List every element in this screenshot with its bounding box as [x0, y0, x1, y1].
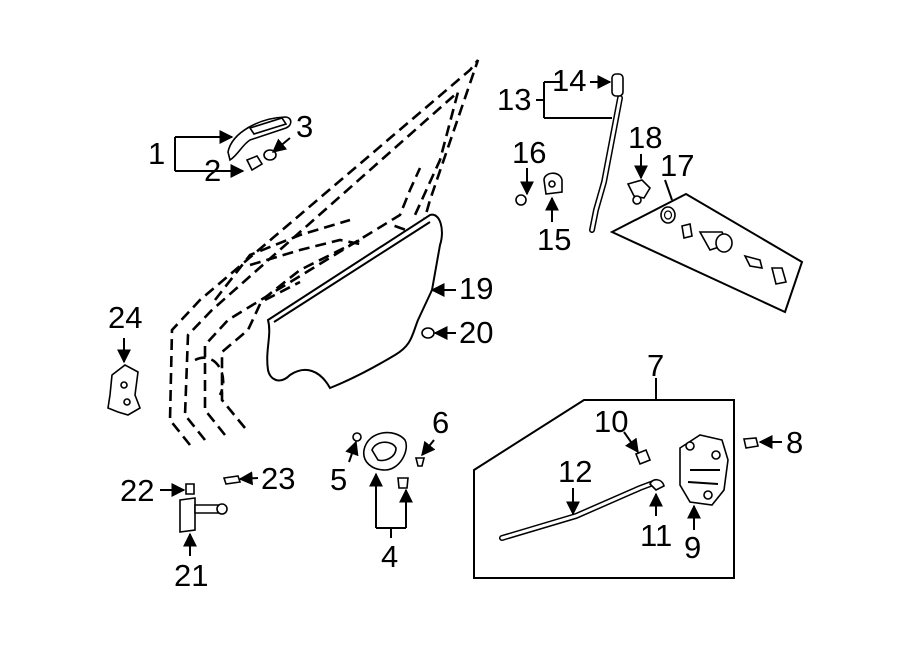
callout-1-bracket — [174, 130, 245, 178]
callout-14: 14 — [552, 63, 586, 98]
callout-24: 24 — [108, 300, 142, 335]
handle-screw — [414, 457, 426, 467]
lock-retainer — [626, 179, 652, 205]
latch-assembly-box — [473, 378, 735, 579]
outside-handle — [227, 116, 292, 162]
callout-15: 15 — [537, 222, 571, 257]
handle-clip-lower — [397, 477, 409, 489]
rod-clip-11 — [649, 478, 665, 491]
plug-clip — [421, 327, 435, 339]
callout-21: 21 — [174, 558, 208, 593]
callout-10: 10 — [594, 404, 628, 439]
callout-12: 12 — [558, 454, 592, 489]
callout-13: 13 — [497, 82, 531, 117]
callout-23-arrow — [238, 471, 259, 486]
callout-11: 11 — [640, 518, 672, 553]
callout-2: 2 — [204, 153, 221, 188]
lock-cylinder-kit-panel — [609, 192, 804, 314]
callout-19: 19 — [459, 271, 493, 306]
callout-23: 23 — [261, 461, 295, 496]
callout-6: 6 — [432, 405, 449, 440]
callout-6-arrow — [421, 439, 436, 457]
holder-screw — [515, 194, 527, 206]
callout-1: 1 — [148, 136, 165, 171]
callout-8: 8 — [786, 425, 803, 460]
callout-10-arrow — [623, 431, 639, 454]
callout-17-leader — [664, 179, 673, 201]
door-check — [179, 497, 228, 533]
callout-4: 4 — [381, 539, 398, 574]
rod-clip-10 — [634, 448, 652, 466]
callout-5: 5 — [330, 462, 347, 497]
handle-bolt — [352, 432, 362, 442]
callout-17: 17 — [660, 148, 694, 183]
check-screw — [222, 475, 242, 485]
handle-clip — [245, 155, 264, 172]
lock-knob — [611, 73, 624, 97]
callout-16: 16 — [512, 135, 546, 170]
door-hinge — [107, 364, 141, 416]
lock-rod-12 — [499, 479, 659, 541]
inside-handle — [362, 431, 407, 471]
latch-screw — [743, 437, 759, 449]
check-bolt — [185, 483, 195, 495]
rod-holder — [543, 172, 563, 195]
callout-18: 18 — [628, 120, 662, 155]
callout-20: 20 — [459, 315, 493, 350]
callout-22: 22 — [120, 473, 154, 508]
lock-rod — [589, 95, 623, 233]
callout-7: 7 — [647, 348, 664, 383]
callout-13-bracket — [536, 81, 612, 119]
latch-actuator — [679, 434, 729, 506]
callout-5-arrow — [345, 440, 359, 463]
weatherstrip-panel — [266, 213, 443, 390]
callout-3: 3 — [296, 109, 313, 144]
callout-3-arrow — [271, 137, 291, 153]
callout-4-bracket — [369, 472, 413, 538]
callout-9: 9 — [684, 530, 701, 565]
